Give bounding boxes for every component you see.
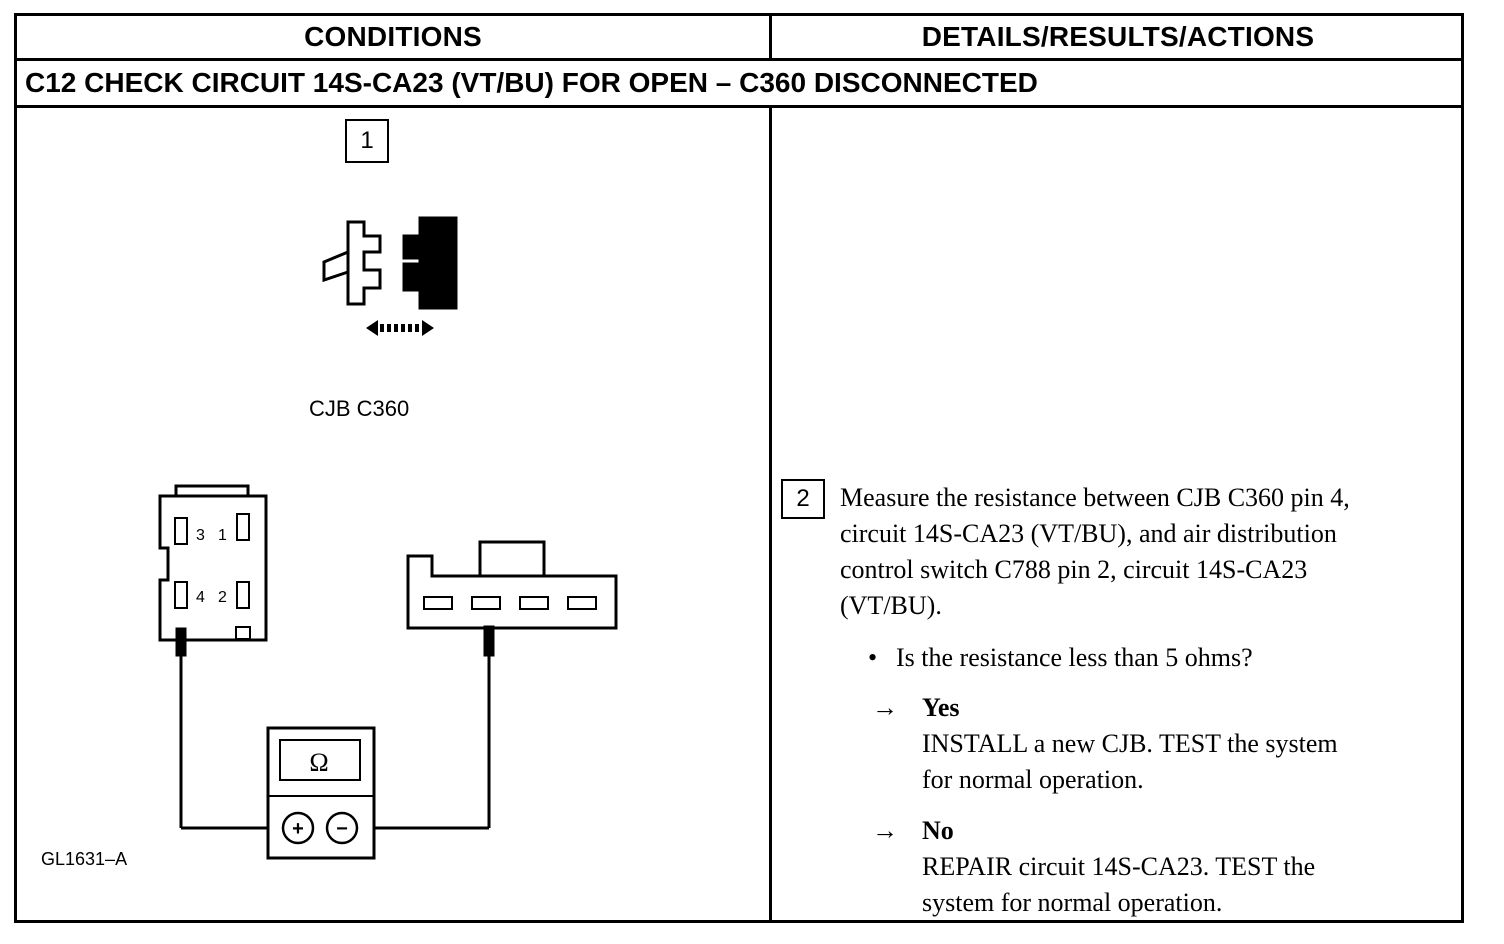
ohm-symbol: Ω (309, 748, 328, 777)
answer-text: system for normal operation. (922, 888, 1223, 917)
step-title: C12 CHECK CIRCUIT 14S-CA23 (VT/BU) FOR O… (25, 67, 1038, 98)
cjb-connector-face (158, 484, 268, 642)
instruction-line: circuit 14S-CA23 (VT/BU), and air distri… (840, 519, 1337, 548)
figure-id: GL1631–A (41, 849, 128, 869)
connector-label: CJB C360 (309, 396, 410, 421)
connector-disconnect-icon (322, 216, 458, 310)
minus-terminal-label: − (336, 818, 348, 840)
bullet-icon: • (868, 643, 878, 672)
pin-3-label: 3 (196, 527, 205, 544)
header-divider (769, 16, 772, 58)
pin-4-label: 4 (196, 589, 205, 606)
question-text: Is the resistance less than 5 ohms? (896, 643, 1253, 672)
answer-text: for normal operation. (922, 765, 1144, 794)
plus-terminal-label: + (292, 818, 304, 840)
pin-1-label: 1 (218, 527, 227, 544)
step-2-box: 2 (781, 479, 825, 519)
instruction-line: (VT/BU). (840, 591, 942, 620)
procedure-table: CONDITIONS DETAILS/RESULTS/ACTIONS C12 C… (14, 13, 1464, 923)
answer-label: No (922, 816, 954, 845)
column-divider (769, 108, 772, 923)
header-rule (17, 58, 1464, 61)
title-rule (17, 105, 1464, 108)
answer-yes: →Yes INSTALL a new CJB. TEST the system … (872, 690, 1432, 798)
conditions-header: CONDITIONS (304, 21, 482, 52)
answer-text: INSTALL a new CJB. TEST the system (922, 729, 1338, 758)
answer-label: Yes (922, 693, 960, 722)
ohmmeter (266, 726, 376, 860)
step-1-box: 1 (345, 119, 389, 163)
arrow-right-icon: → (872, 693, 898, 722)
arrow-right-icon: → (872, 816, 898, 845)
details-header: DETAILS/RESULTS/ACTIONS (921, 21, 1315, 52)
answer-text: REPAIR circuit 14S-CA23. TEST the (922, 852, 1316, 881)
c788-connector (406, 540, 618, 630)
double-arrow-icon (366, 320, 434, 336)
question-bullet: • Is the resistance less than 5 ohms? (868, 640, 1438, 676)
answer-no: → No REPAIR circuit 14S-CA23. TEST the sy… (872, 813, 1432, 921)
step-2-instruction: Measure the resistance between CJB C360 … (840, 480, 1450, 624)
instruction-line: Measure the resistance between CJB C360 … (840, 483, 1350, 512)
pin-2-label: 2 (218, 589, 227, 606)
instruction-line: control switch C788 pin 2, circuit 14S-C… (840, 555, 1308, 584)
